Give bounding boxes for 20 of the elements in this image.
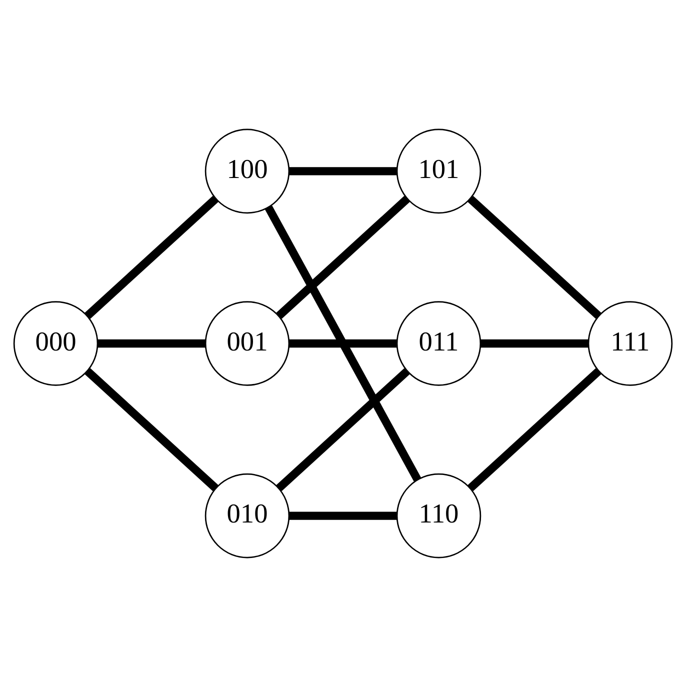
connector — [84, 368, 218, 491]
connector — [468, 195, 602, 318]
connector — [289, 166, 397, 175]
connector — [468, 368, 602, 491]
node-circle: 001 — [204, 300, 290, 386]
node-circle: 100 — [204, 128, 290, 214]
node-circle: 110 — [396, 472, 482, 558]
node-circle: 010 — [204, 472, 290, 558]
connector — [84, 195, 218, 318]
connector — [264, 204, 422, 482]
node-circle: 000 — [13, 300, 98, 386]
connector — [480, 338, 588, 348]
node-circle: 011 — [396, 300, 482, 386]
connector — [276, 195, 410, 318]
node-circle: 101 — [396, 128, 482, 214]
connector — [98, 338, 206, 348]
connector — [289, 511, 397, 520]
connector — [289, 338, 397, 348]
connector — [276, 368, 410, 491]
node-circle: 111 — [588, 300, 673, 386]
